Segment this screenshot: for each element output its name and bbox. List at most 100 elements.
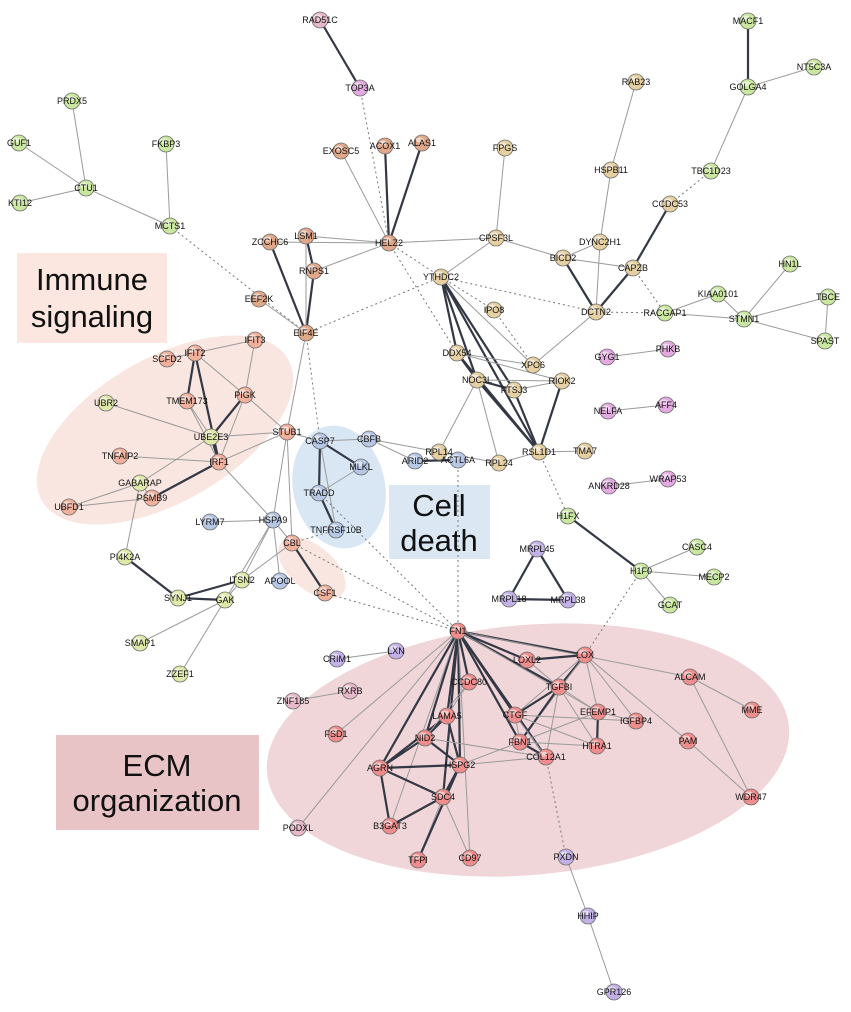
node-PAM[interactable]: PAM [679,732,698,750]
node-RACGAP1[interactable]: RACGAP1 [643,304,687,322]
node-SPAST[interactable]: SPAST [811,332,840,350]
node-LSM1[interactable]: LSM1 [294,227,318,245]
node-MACF1[interactable]: MACF1 [733,12,764,30]
node-ACTL6A[interactable]: ACTL6A [441,451,475,469]
node-RAD51C[interactable]: RAD51C [302,11,338,29]
node-CBFB[interactable]: CBFB [357,430,381,448]
node-GOLGA4[interactable]: GOLGA4 [729,78,767,96]
node-HSPG2[interactable]: HSPG2 [445,756,476,774]
node-MRPL18[interactable]: MRPL18 [491,590,527,608]
node-YTHDC2[interactable]: YTHDC2 [423,268,459,286]
node-NT5C3A[interactable]: NT5C3A [797,58,832,76]
node-HSPB11[interactable]: HSPB11 [594,161,628,179]
node-DCTN2[interactable]: DCTN2 [581,303,611,321]
node-CRIM1[interactable]: CRIM1 [323,650,351,668]
node-DDX54[interactable]: DDX54 [442,344,472,362]
node-IRF1[interactable]: IRF1 [209,453,229,471]
node-FKBP3[interactable]: FKBP3 [152,135,181,153]
node-IFIT2[interactable]: IFIT2 [184,344,206,362]
node-ALAS1[interactable]: ALAS1 [408,134,436,152]
node-HN1L[interactable]: HN1L [778,255,802,273]
node-UBFD1[interactable]: UBFD1 [54,498,84,516]
node-ZZEF1[interactable]: ZZEF1 [166,665,194,683]
node-SCFD2[interactable]: SCFD2 [152,350,182,368]
node-XPO6[interactable]: XPO6 [521,356,545,374]
node-GAK[interactable]: GAK [215,591,235,609]
node-RXRB[interactable]: RXRB [337,682,363,700]
node-TGFBI[interactable]: TGFBI [546,678,573,696]
node-MME[interactable]: MME [742,701,763,719]
node-FTSJ3[interactable]: FTSJ3 [501,381,528,399]
node-RPL24[interactable]: RPL24 [485,454,513,472]
node-AGRN[interactable]: AGRN [367,759,393,777]
node-KIAA0101[interactable]: KIAA0101 [698,285,739,303]
node-CASP7[interactable]: CASP7 [305,432,335,450]
node-MECP2[interactable]: MECP2 [698,568,730,586]
node-NELFA[interactable]: NELFA [594,402,623,420]
node-H1FX[interactable]: H1FX [556,507,580,525]
node-STUB1[interactable]: STUB1 [272,423,302,441]
node-CSF1[interactable]: CSF1 [313,584,337,602]
node-ARID2[interactable]: ARID2 [402,452,429,470]
node-TBCE[interactable]: TBCE [816,288,840,306]
node-WRAP53[interactable]: WRAP53 [649,470,687,488]
node-EFEMP1[interactable]: EFEMP1 [580,703,616,721]
node-CBL[interactable]: CBL [283,534,301,552]
node-SDC4[interactable]: SDC4 [431,788,455,806]
node-KTI12[interactable]: KTI12 [8,194,32,212]
node-LYRM7[interactable]: LYRM7 [195,513,225,531]
node-LAMA5[interactable]: LAMA5 [432,707,462,725]
node-ALCAM[interactable]: ALCAM [674,668,706,686]
node-FN1[interactable]: FN1 [449,622,467,640]
node-PSMB9[interactable]: PSMB9 [137,489,168,507]
node-ITSN2[interactable]: ITSN2 [229,571,255,589]
node-IPO8[interactable]: IPO8 [484,301,505,319]
node-BICD2[interactable]: BICD2 [550,249,577,267]
node-HELZ2[interactable]: HELZ2 [375,234,403,252]
node-RNPS1[interactable]: RNPS1 [299,262,329,280]
node-TMA7[interactable]: TMA7 [573,442,597,460]
node-PHKB[interactable]: PHKB [656,340,681,358]
node-FPGS[interactable]: FPGS [493,139,518,157]
node-GCAT[interactable]: GCAT [658,596,683,614]
node-CTGF[interactable]: CTGF [503,706,528,724]
node-CCDC53[interactable]: CCDC53 [652,195,688,213]
node-UBE2E3[interactable]: UBE2E3 [194,428,229,446]
node-LOX[interactable]: LOX [576,646,594,664]
node-HHIP[interactable]: HHIP [577,907,599,925]
node-HSPA9[interactable]: HSPA9 [259,511,288,529]
node-GPR126[interactable]: GPR126 [597,983,632,1001]
node-PIGK[interactable]: PIGK [234,386,256,404]
node-ZNF185[interactable]: ZNF185 [277,692,310,710]
node-CCDC80[interactable]: CCDC80 [451,673,487,691]
node-ANKRD28[interactable]: ANKRD28 [588,477,630,495]
node-AFF4[interactable]: AFF4 [655,396,677,414]
node-MCTS1[interactable]: MCTS1 [155,217,186,235]
node-B3GAT3[interactable]: B3GAT3 [373,817,407,835]
node-PRDX5[interactable]: PRDX5 [57,92,87,110]
node-LOXL2[interactable]: LOXL2 [513,651,541,669]
node-TNFAIP2[interactable]: TNFAIP2 [102,447,139,465]
node-MRPL45[interactable]: MRPL45 [519,540,555,558]
node-SYNJ1[interactable]: SYNJ1 [164,589,192,607]
node-CAPZB[interactable]: CAPZB [618,259,648,277]
node-ZCCHC6[interactable]: ZCCHC6 [252,233,289,251]
node-GUF1[interactable]: GUF1 [7,134,31,152]
node-GABARAP[interactable]: GABARAP [118,474,162,492]
node-CD97[interactable]: CD97 [458,849,482,867]
node-EEF2K[interactable]: EEF2K [245,290,274,308]
node-MRPL38[interactable]: MRPL38 [550,591,586,609]
node-PXDN[interactable]: PXDN [553,848,579,866]
node-STMN1[interactable]: STMN1 [729,310,760,328]
node-EIF4E[interactable]: EIF4E [293,324,319,342]
node-ACOX1[interactable]: ACOX1 [370,137,401,155]
node-FBN1[interactable]: FBN1 [508,733,532,751]
node-UBR2[interactable]: UBR2 [94,394,118,412]
node-DYNC2H1[interactable]: DYNC2H1 [579,233,621,251]
node-H1F0[interactable]: H1F0 [630,562,652,580]
node-PI4K2A[interactable]: PI4K2A [110,548,141,566]
node-CTU1[interactable]: CTU1 [74,179,98,197]
node-TMEM173[interactable]: TMEM173 [166,392,208,410]
node-TNFRSF10B[interactable]: TNFRSF10B [310,521,362,539]
node-NID2[interactable]: NID2 [415,729,436,747]
